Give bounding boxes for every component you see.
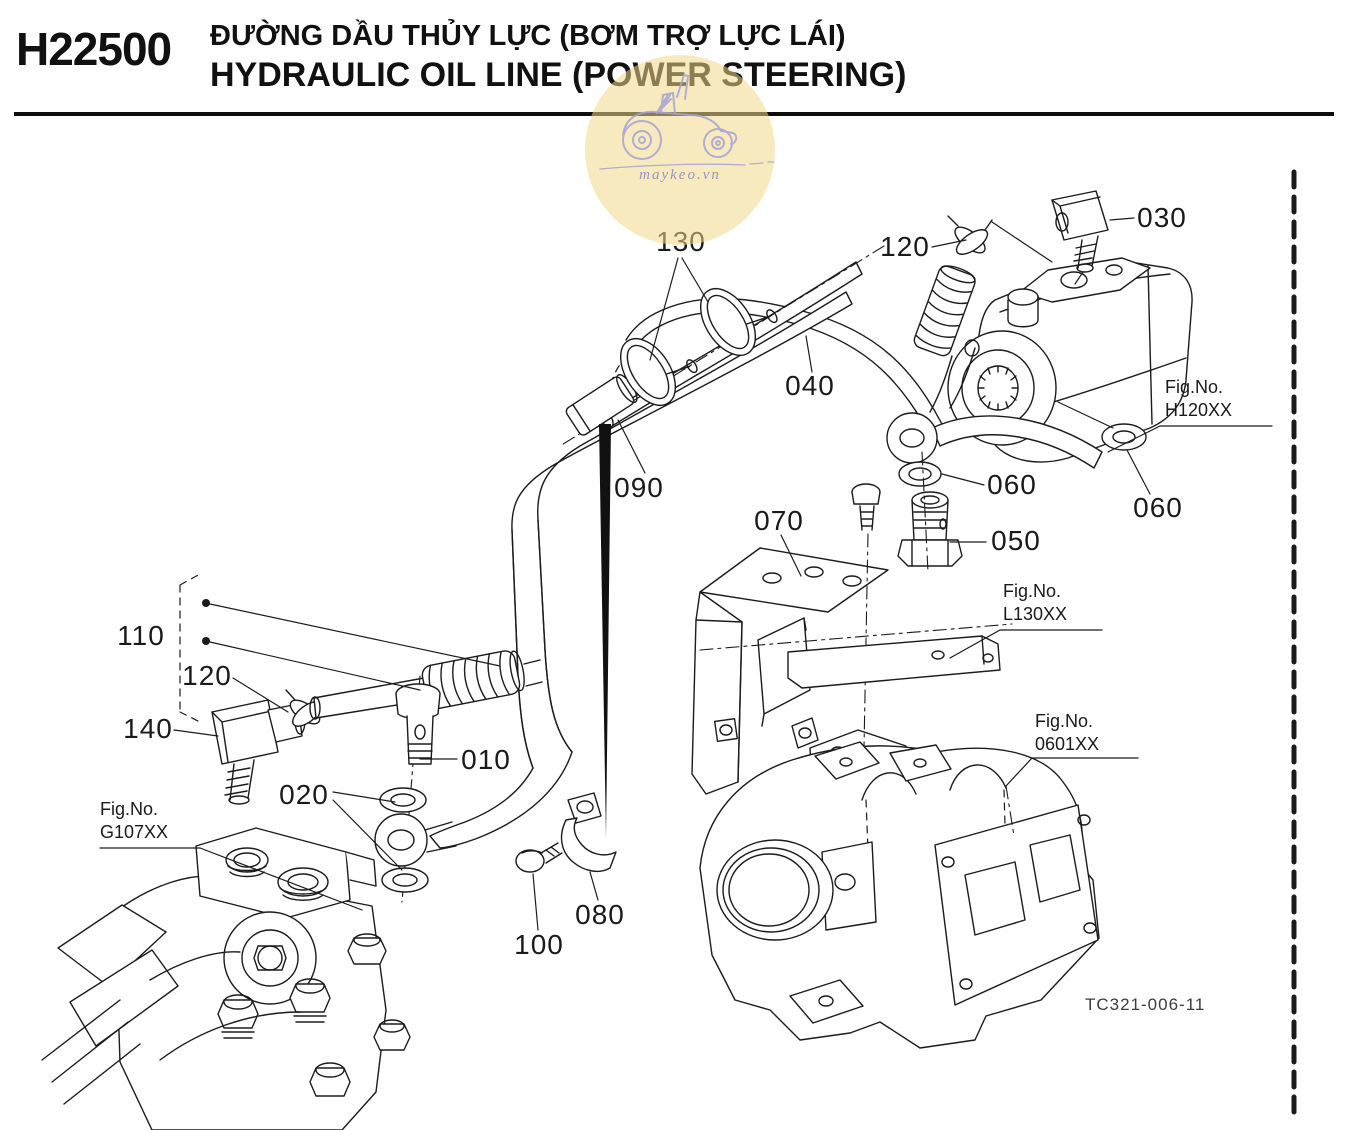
- part-label-140: 140: [123, 713, 173, 744]
- part-label-090: 090: [614, 472, 664, 503]
- figref-code: H120XX: [1165, 400, 1233, 421]
- part-label-060-a: 060: [987, 469, 1037, 500]
- part-label-100: 100: [514, 929, 564, 960]
- part-label-050: 050: [991, 525, 1041, 556]
- suction-hose-upper: [913, 265, 976, 357]
- part-label-120-top: 120: [880, 231, 930, 262]
- clamp-120-top: [947, 215, 1053, 263]
- section-code: H22500: [16, 23, 172, 75]
- part-label-040: 040: [785, 370, 835, 401]
- part-label-110: 110: [117, 620, 165, 651]
- part-label-080: 080: [575, 899, 625, 930]
- bolt-100: [515, 842, 563, 873]
- page-title-vietnamese: ĐƯỜNG DẦU THỦY LỰC (BƠM TRỢ LỰC LÁI): [210, 20, 846, 52]
- bold-arrow-line: [599, 424, 611, 838]
- leader-lines: [99, 217, 1273, 931]
- clamp-130-b: [699, 288, 778, 356]
- figref-G107XX: Fig.No. G107XX: [100, 798, 168, 845]
- part-label-130: 130: [656, 226, 706, 257]
- part-label-010: 010: [461, 744, 511, 775]
- part-label-030: 030: [1137, 202, 1187, 233]
- part-label-060-b: 060: [1133, 492, 1183, 523]
- drawing-code: TC321-006-11: [1085, 995, 1206, 1014]
- figref-0601XX: Fig.No. 0601XX: [1035, 710, 1099, 757]
- part-label-070: 070: [754, 505, 804, 536]
- figref-prefix: Fig.No.: [1165, 377, 1224, 397]
- elbow-fitting-030: [1051, 190, 1109, 285]
- strap-bracket-L130XX: [699, 623, 1013, 689]
- banjo-050-060: [886, 412, 1147, 573]
- page-title-english: HYDRAULIC OIL LINE (POWER STEERING): [210, 56, 907, 94]
- part-label-020: 020: [279, 779, 329, 810]
- figref-H120XX: Fig.No. H120XX: [1165, 376, 1232, 423]
- figref-code: L130XX: [1003, 604, 1068, 625]
- part-label-120-left: 120: [182, 660, 232, 691]
- figref-prefix: Fig.No.: [100, 799, 159, 819]
- banjo-stack-010-020: [374, 675, 457, 903]
- clamp-130-a: [619, 338, 698, 406]
- intake-manifold: [699, 741, 1100, 1049]
- figref-L130XX: Fig.No. L130XX: [1003, 580, 1067, 627]
- figref-prefix: Fig.No.: [1003, 581, 1062, 601]
- steering-gearbox: [41, 827, 411, 1130]
- figref-code: 0601XX: [1035, 734, 1100, 755]
- hose-to-banjo: [929, 347, 976, 413]
- pipes-090-130: [429, 245, 885, 849]
- hose-assembly-110: [211, 650, 543, 805]
- clamp-080: [560, 792, 617, 873]
- gearbox-bolts: [217, 933, 411, 1097]
- figref-code: G107XX: [100, 822, 169, 843]
- figref-prefix: Fig.No.: [1035, 711, 1094, 731]
